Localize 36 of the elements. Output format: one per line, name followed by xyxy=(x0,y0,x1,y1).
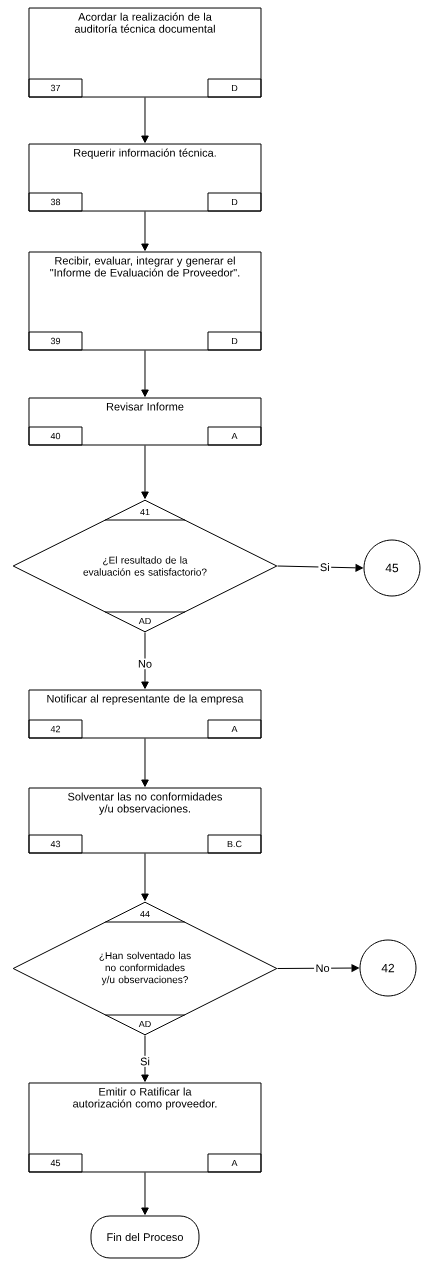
arrow xyxy=(141,211,149,251)
edge-label: No xyxy=(136,658,154,670)
role-cell: A xyxy=(207,719,262,739)
step-number-cell: 43 xyxy=(28,834,83,854)
arrow xyxy=(141,1172,149,1215)
step-number-cell: 45 xyxy=(28,1153,83,1173)
step-number-cell: 42 xyxy=(28,719,83,739)
process-box: Revisar Informe 40 A xyxy=(28,397,262,446)
arrow xyxy=(141,97,149,143)
arrow xyxy=(277,564,363,572)
arrow xyxy=(141,738,149,787)
arrow xyxy=(141,1035,149,1082)
step-number-cell: 40 xyxy=(28,426,83,446)
role-cell: A xyxy=(207,1153,262,1173)
arrow xyxy=(141,853,149,901)
arrow xyxy=(277,964,359,972)
role-cell: A xyxy=(207,426,262,446)
process-box: Emitir o Ratificar la autorización como proveedor. 45 A xyxy=(28,1082,262,1173)
role-cell: B.C xyxy=(207,834,262,854)
edge-label: Si xyxy=(138,1055,152,1067)
edge-label: Si xyxy=(318,561,332,573)
edge-label: No xyxy=(314,962,332,974)
role-cell: D xyxy=(207,331,262,351)
process-box: Acordar la realización de la auditoría técnica documental 37 D xyxy=(28,7,262,98)
arrow xyxy=(141,350,149,397)
process-box: Notificar al representante de la empresa 42 A xyxy=(28,689,262,739)
step-number-cell: 39 xyxy=(28,331,83,351)
process-box: Recibir, evaluar, integrar y generar el "Informe de Evaluación de Proveedor". 39 D xyxy=(28,251,262,351)
process-box: Solventar las no conformidades y/u observaciones. 43 B.C xyxy=(28,787,262,854)
step-number-cell: 37 xyxy=(28,78,83,98)
arrow xyxy=(141,445,149,499)
process-box: Requerir información técnica. 38 D xyxy=(28,143,262,212)
arrow xyxy=(141,632,149,689)
step-number-cell: 38 xyxy=(28,192,83,212)
role-cell: D xyxy=(207,78,262,98)
role-cell: D xyxy=(207,192,262,212)
